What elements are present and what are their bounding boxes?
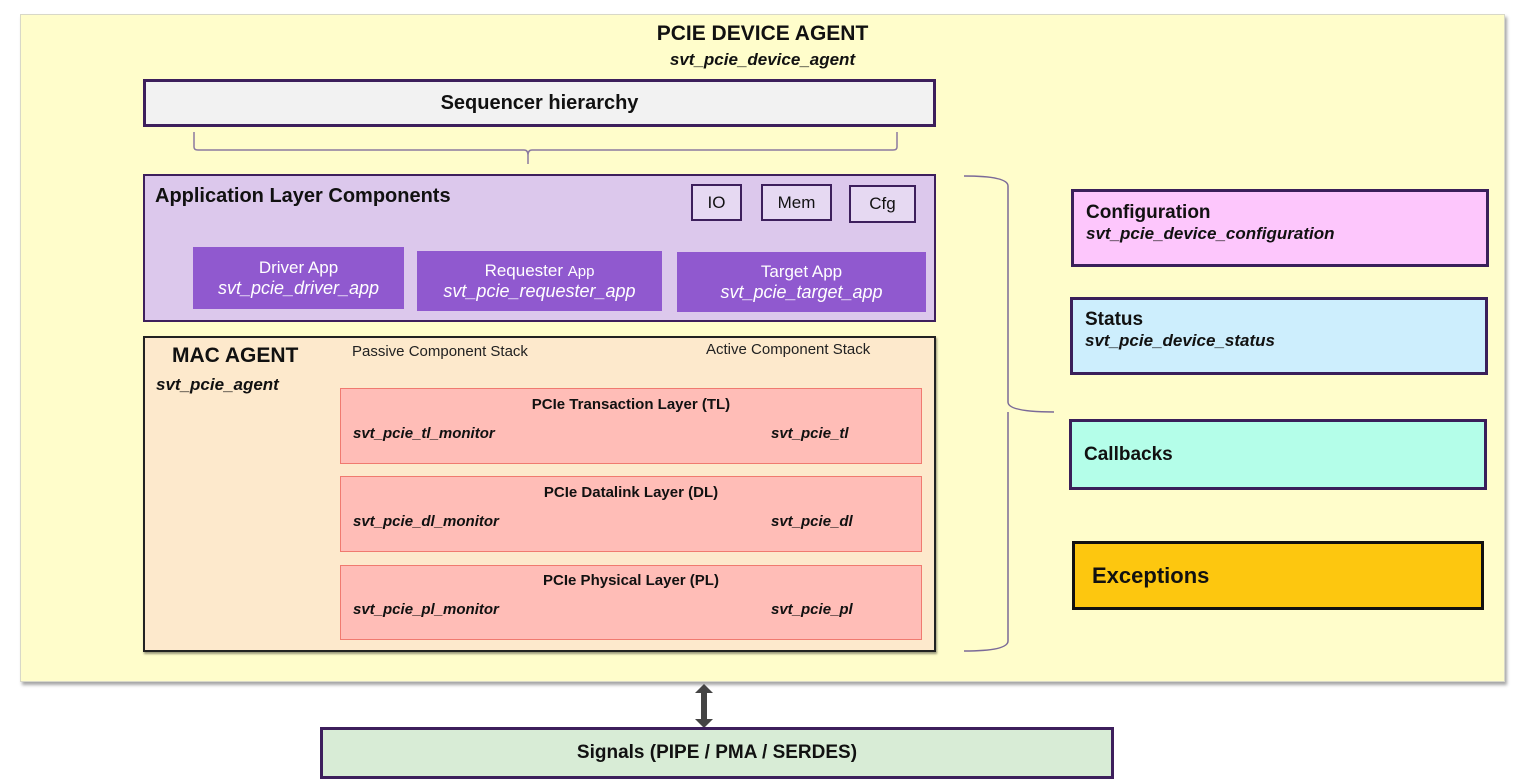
status-panel: Status svt_pcie_device_status (1070, 297, 1488, 375)
mem-block: Mem (761, 184, 832, 221)
passive-stack-label: Passive Component Stack (352, 343, 528, 360)
signals-arrow-icon (695, 684, 713, 728)
signals-box: Signals (PIPE / PMA / SERDES) (320, 727, 1114, 779)
requester-app-class-name: svt_pcie_requester_app (443, 280, 636, 301)
mac-agent-class-name: svt_pcie_agent (156, 375, 279, 394)
device-agent-title: PCIE DEVICE AGENT (656, 22, 869, 45)
requester-app-box: Requester App svt_pcie_requester_app (417, 251, 662, 311)
io-block: IO (691, 184, 742, 221)
target-app-label: Target App (760, 261, 843, 281)
driver-app-class-name: svt_pcie_driver_app (217, 277, 380, 298)
target-app-class-name: svt_pcie_target_app (720, 281, 883, 302)
status-class-name: svt_pcie_device_status (1085, 331, 1275, 350)
configuration-title: Configuration (1086, 202, 1211, 223)
exceptions-panel: Exceptions (1072, 541, 1484, 610)
exceptions-title: Exceptions (1092, 562, 1210, 588)
datalink-layer-title: PCIe Datalink Layer (DL) (543, 484, 719, 501)
side-panel-brace (963, 175, 1055, 652)
callbacks-panel: Callbacks (1069, 419, 1487, 490)
requester-app-label-suffix: App (567, 262, 595, 280)
physical-layer-box: PCIe Physical Layer (PL) svt_pcie_pl_mon… (340, 565, 922, 640)
callbacks-title: Callbacks (1084, 443, 1173, 465)
transaction-layer-box: PCIe Transaction Layer (TL) svt_pcie_tl_… (340, 388, 922, 464)
pl-monitor-label: svt_pcie_pl_monitor (353, 601, 499, 618)
requester-app-label: Requester (484, 260, 568, 280)
sequencer-bracket (193, 132, 898, 164)
target-app-box: Target App svt_pcie_target_app (677, 252, 926, 312)
dl-monitor-label: svt_pcie_dl_monitor (353, 513, 499, 530)
dl-active-label: svt_pcie_dl (771, 513, 853, 530)
active-stack-label: Active Component Stack (706, 341, 871, 358)
device-agent-class-name: svt_pcie_device_agent (669, 50, 856, 69)
status-title: Status (1085, 309, 1144, 330)
application-layer-title: Application Layer Components (155, 185, 451, 207)
configuration-class-name: svt_pcie_device_configuration (1086, 224, 1335, 243)
physical-layer-title: PCIe Physical Layer (PL) (543, 572, 719, 589)
driver-app-label: Driver App (258, 257, 339, 277)
driver-app-box: Driver App svt_pcie_driver_app (193, 247, 404, 309)
sequencer-hierarchy-box: Sequencer hierarchy (143, 79, 936, 127)
transaction-layer-title: PCIe Transaction Layer (TL) (531, 396, 731, 413)
configuration-panel: Configuration svt_pcie_device_configurat… (1071, 189, 1489, 267)
mac-agent-title: MAC AGENT (172, 344, 299, 367)
tl-active-label: svt_pcie_tl (771, 425, 849, 442)
pl-active-label: svt_pcie_pl (771, 601, 853, 618)
datalink-layer-box: PCIe Datalink Layer (DL) svt_pcie_dl_mon… (340, 476, 922, 552)
tl-monitor-label: svt_pcie_tl_monitor (353, 425, 495, 442)
cfg-block: Cfg (849, 185, 916, 223)
